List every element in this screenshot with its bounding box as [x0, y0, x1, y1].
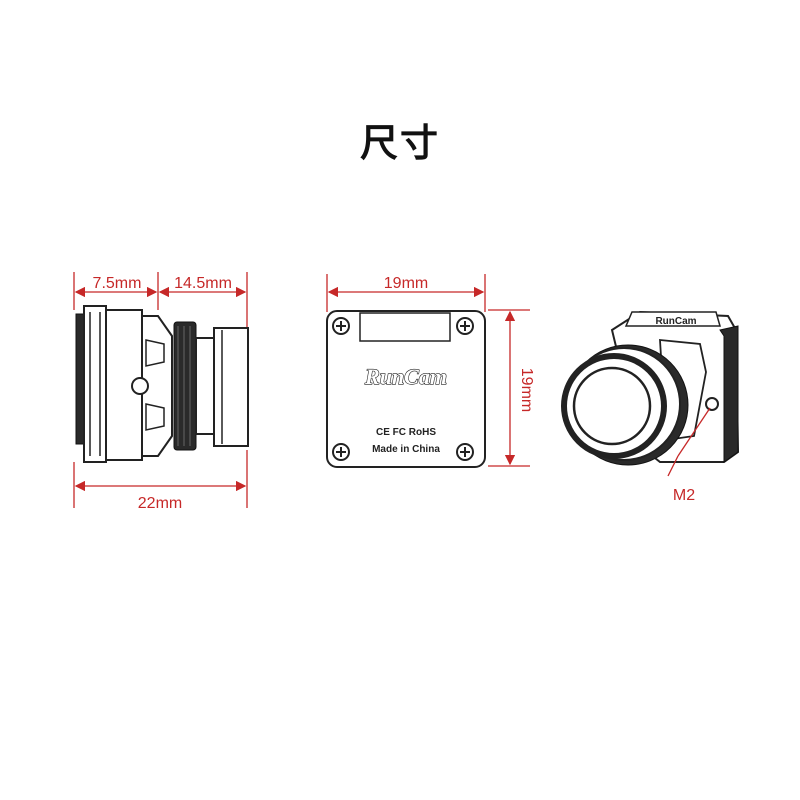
back-dimension-width: 19mm	[326, 274, 486, 312]
dim-19mm-width-label: 19mm	[384, 275, 428, 292]
side-view: 7.5mm 14.5mm	[73, 272, 249, 512]
dim-19mm-height-label: 19mm	[518, 368, 535, 412]
side-dimension-top: 7.5mm 14.5mm	[73, 272, 248, 330]
page-title: 尺寸	[359, 121, 440, 165]
side-dimension-bottom: 22mm	[73, 450, 248, 512]
back-view: 19mm 19mm RunCam CE FC RoHS Made in Chin…	[326, 274, 535, 468]
connector-slot	[359, 312, 451, 342]
dim-7-5mm-label: 7.5mm	[93, 275, 142, 292]
side-camera-body	[75, 305, 249, 463]
dim-14-5mm-label: 14.5mm	[174, 275, 232, 292]
screw-icons	[332, 317, 474, 461]
made-in-china-label: Made in China	[372, 444, 440, 455]
back-plate	[326, 310, 486, 468]
perspective-view: RunCam M2	[561, 310, 740, 504]
runcam-label-top: RunCam	[655, 316, 696, 327]
back-dimension-height: 19mm	[488, 309, 535, 467]
m2-screw-hole	[705, 397, 719, 411]
runcam-logo: RunCam	[364, 364, 447, 389]
certification-marks: CE FC RoHS	[376, 427, 436, 438]
m2-label: M2	[673, 487, 695, 504]
m2-callout: M2	[667, 407, 711, 504]
dim-22mm-label: 22mm	[138, 495, 182, 512]
